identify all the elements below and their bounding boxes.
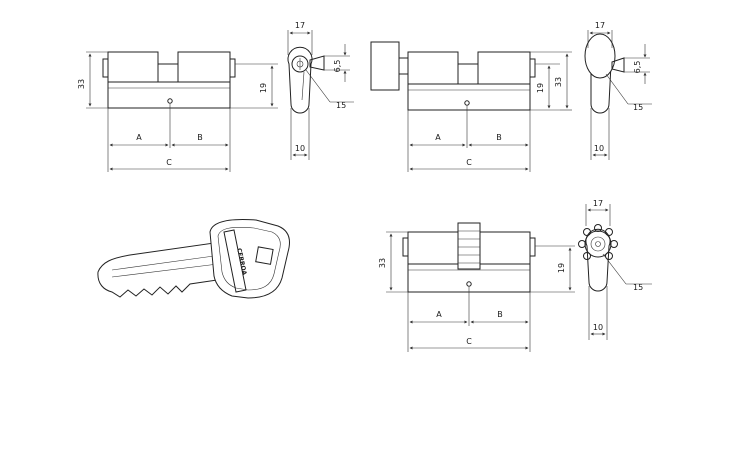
brand-plate <box>223 229 247 293</box>
screw-hole <box>167 98 173 104</box>
cam <box>457 63 479 85</box>
dim-a: A <box>136 133 142 142</box>
dim-19: 19 <box>259 83 268 93</box>
dim-a: A <box>436 310 442 319</box>
thumbturn-neck <box>398 57 409 75</box>
dim-c: C <box>466 158 472 167</box>
cylinder-thumbturn-view: 19 33 A B C <box>370 41 572 172</box>
dim-b: B <box>197 133 203 142</box>
profile-outline <box>585 228 611 292</box>
key-bow <box>209 219 291 299</box>
right-cap <box>529 58 536 78</box>
dim-17: 17 <box>593 199 603 208</box>
cylinder-double-view: 33 19 A B C <box>77 51 278 172</box>
dim-b: B <box>497 310 503 319</box>
dim-6-5: 6,5 <box>633 61 642 74</box>
right-cap <box>229 58 236 78</box>
gear-knob <box>457 222 481 270</box>
dim-10: 10 <box>594 144 604 153</box>
thumbturn-knob <box>370 41 400 91</box>
cylinder-knob-view: 33 19 A B C <box>378 222 575 352</box>
dim-33: 33 <box>378 258 387 268</box>
dim-19: 19 <box>536 83 545 93</box>
right-cap <box>529 237 536 257</box>
plug-circle <box>291 55 309 73</box>
end-view-double: 17 6,5 15 10 <box>287 21 354 160</box>
dim-33: 33 <box>554 77 563 87</box>
dim-c: C <box>166 158 172 167</box>
dim-17: 17 <box>595 21 605 30</box>
screw-hole <box>466 281 472 287</box>
screw-hole <box>464 100 470 106</box>
cylinder-body <box>107 51 231 109</box>
left-cap <box>102 58 109 78</box>
end-view-knob: 17 15 10 <box>578 199 652 340</box>
gear-icon <box>578 224 618 260</box>
dim-15: 15 <box>633 283 643 292</box>
key-ring-hole <box>255 246 274 265</box>
dim-17: 17 <box>295 21 305 30</box>
cam <box>157 63 179 83</box>
profile-outline <box>287 46 313 114</box>
dim-15: 15 <box>633 103 643 112</box>
thumbturn-face <box>584 33 616 79</box>
key-drawing: CERROA <box>97 219 291 299</box>
dim-10: 10 <box>295 144 305 153</box>
dim-c: C <box>466 337 472 346</box>
dim-b: B <box>496 133 502 142</box>
dim-6-5: 6,5 <box>333 60 342 73</box>
dim-a: A <box>435 133 441 142</box>
dim-33: 33 <box>77 79 86 89</box>
dim-19: 19 <box>557 263 566 273</box>
end-view-thumbturn: 17 6,5 15 10 <box>584 21 652 160</box>
left-cap <box>402 237 409 257</box>
cylinder-body <box>407 51 531 111</box>
dim-15: 15 <box>336 101 346 110</box>
key-blade <box>97 242 225 298</box>
dim-10: 10 <box>593 323 603 332</box>
